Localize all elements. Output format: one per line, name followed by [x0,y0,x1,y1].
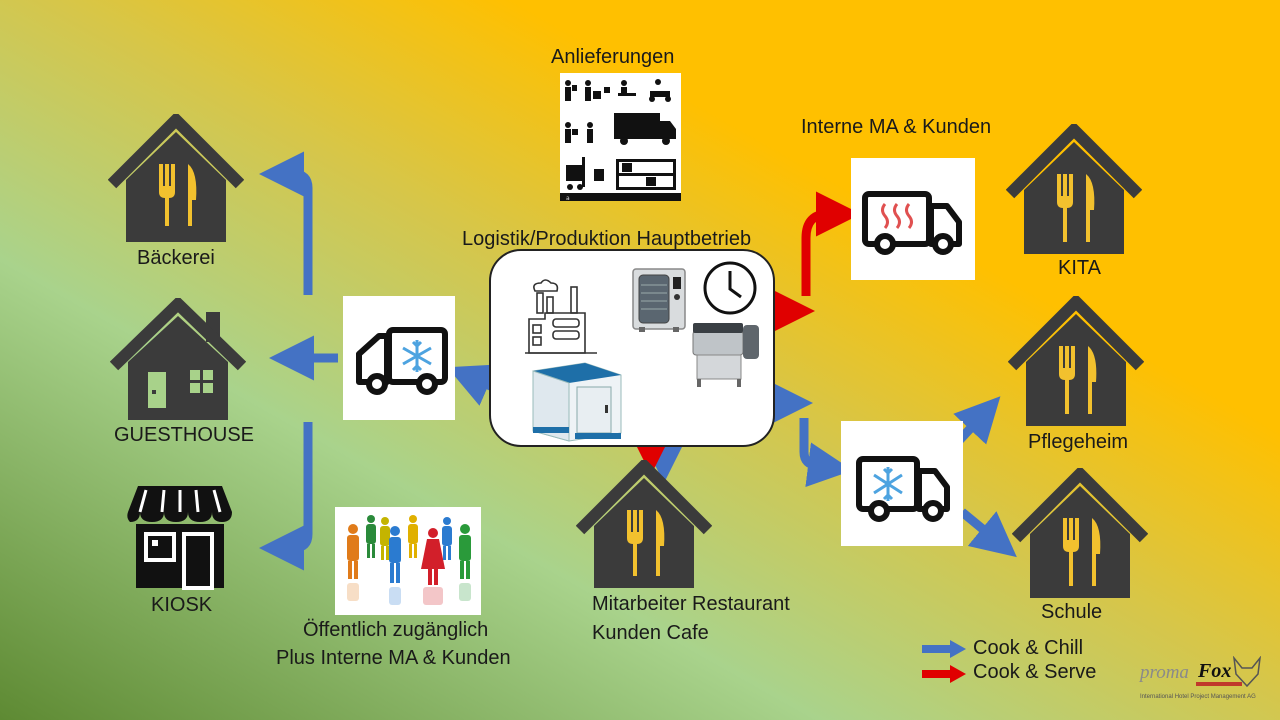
promafox-logo: proma Fox International Hotel Project Ma… [1140,656,1270,706]
label-deliveries: Anlieferungen [551,46,675,68]
label-public-line1: Öffentlich zugänglich [303,619,489,641]
house-kita-icon [1006,124,1142,254]
label-kita: KITA [1058,257,1101,279]
house-schule-icon [1012,468,1148,598]
arrow-to-kiosk [259,422,313,571]
clock-icon [703,261,757,315]
cold-room-icon [532,362,622,442]
logo-tagline: International Hotel Project Management A… [1140,694,1256,700]
label-guesthouse: GUESTHOUSE [114,424,255,446]
logo-right-text: Fox [1198,660,1232,682]
hot-truck-icon [862,191,962,255]
delivery-pictogram-icon: a [560,79,681,202]
logo-left-text: proma [1140,662,1189,683]
label-restaurant-line1: Mitarbeiter Restaurant [592,593,790,615]
tilting-pan-icon [692,323,759,387]
label-schule: Schule [1041,601,1103,623]
house-baeckerei-icon [108,114,244,242]
house-pflegeheim-icon [1008,296,1144,426]
arrow-to-baeckerei [259,151,313,295]
fox-logo-icon [1232,656,1262,688]
logo-red-bar [1196,682,1242,686]
svg-text:a: a [566,195,570,201]
label-internal: Interne MA & Kunden [801,116,992,138]
kiosk-icon [127,486,232,590]
cold-truck-icon [856,456,950,522]
label-baeckerei: Bäckerei [137,247,215,269]
cold-truck-right-card [841,421,963,546]
cold-truck-icon [356,327,448,395]
deliveries-card: a [560,73,681,202]
label-restaurant-line2: Kunden Cafe [592,622,709,644]
hot-truck-card [851,158,975,280]
house-guesthouse-icon [110,298,246,420]
production-hub [489,249,775,447]
legend-cook-serve: Cook & Serve [973,661,1097,683]
cold-truck-left-card [343,296,455,420]
legend-red-arrow [922,665,966,683]
label-kiosk: KIOSK [151,594,213,616]
people-card [335,507,481,615]
arrow-to-schule [959,508,1017,558]
label-public-line2: Plus Interne MA & Kunden [276,647,511,669]
people-crowd-icon [347,515,471,605]
house-restaurant-icon [576,460,712,588]
label-pflegeheim: Pflegeheim [1028,431,1129,453]
legend-blue-arrow [922,640,966,658]
combi-oven-icon [632,268,686,332]
legend-cook-chill: Cook & Chill [973,637,1084,659]
arrow-to-internal [801,191,861,296]
label-hub: Logistik/Produktion Hauptbetrieb [462,228,752,250]
arrow-to-truck-right [799,418,853,488]
factory-icon [525,279,597,354]
